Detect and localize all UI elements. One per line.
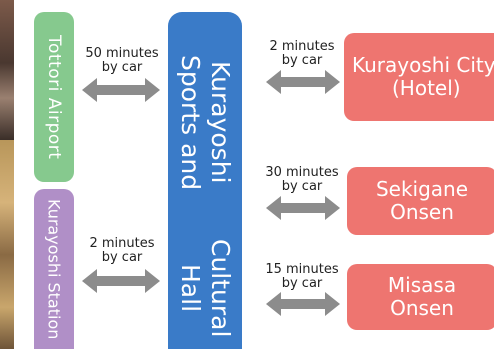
kurayoshi-city-node: Kurayoshi City (Hotel) xyxy=(344,33,494,121)
tottori-airport-label: Tottori Airport xyxy=(44,34,64,160)
photo-bottom xyxy=(0,140,14,349)
station-hall-time: 2 minutes by car xyxy=(80,237,164,265)
hall-city-time: 2 minutes by car xyxy=(262,40,342,68)
station-hall-arrow-icon xyxy=(82,269,160,293)
background-photo-strip xyxy=(0,0,14,349)
airport-hall-time: 50 minutes by car xyxy=(80,47,164,75)
hall-city-arrow-icon xyxy=(266,70,340,94)
misasa-onsen-node: Misasa Onsen xyxy=(347,264,494,330)
hall-sekigane-mode: by car xyxy=(281,179,323,194)
sports-hall-label-line1: Kurayoshi Sports and xyxy=(176,55,235,191)
hall-misasa-time: 15 minutes by car xyxy=(258,263,346,291)
hall-misasa-arrow-icon xyxy=(266,292,340,316)
sekigane-onsen-label-line2: Onsen xyxy=(390,200,454,224)
airport-hall-duration: 50 minutes xyxy=(85,46,159,61)
misasa-onsen-label-line2: Onsen xyxy=(390,296,454,320)
sports-hall-node: Kurayoshi Sports and Cultural Hall xyxy=(168,12,242,349)
tottori-airport-node: Tottori Airport xyxy=(34,12,74,182)
kurayoshi-station-node: Kurayoshi Station xyxy=(34,189,74,349)
airport-hall-mode: by car xyxy=(101,60,143,75)
sekigane-onsen-label-line1: Sekigane xyxy=(375,177,469,201)
hall-sekigane-duration: 30 minutes xyxy=(265,165,339,180)
photo-top xyxy=(0,0,14,140)
station-hall-mode: by car xyxy=(101,250,143,265)
sekigane-onsen-node: Sekigane Onsen xyxy=(347,167,494,235)
kurayoshi-station-label: Kurayoshi Station xyxy=(44,198,64,340)
hall-sekigane-time: 30 minutes by car xyxy=(258,166,346,194)
kurayoshi-city-label-line2: (Hotel) xyxy=(392,76,461,100)
station-hall-duration: 2 minutes xyxy=(89,236,155,251)
hall-city-mode: by car xyxy=(281,53,323,68)
hall-sekigane-arrow-icon xyxy=(266,196,340,220)
hall-city-duration: 2 minutes xyxy=(269,39,335,54)
kurayoshi-city-label-line1: Kurayoshi City xyxy=(352,53,494,77)
misasa-onsen-label-line1: Misasa xyxy=(387,273,457,297)
airport-hall-arrow-icon xyxy=(82,78,160,102)
hall-misasa-duration: 15 minutes xyxy=(265,262,339,277)
hall-misasa-mode: by car xyxy=(281,276,323,291)
sports-hall-label-line2: Cultural Hall xyxy=(176,238,235,338)
